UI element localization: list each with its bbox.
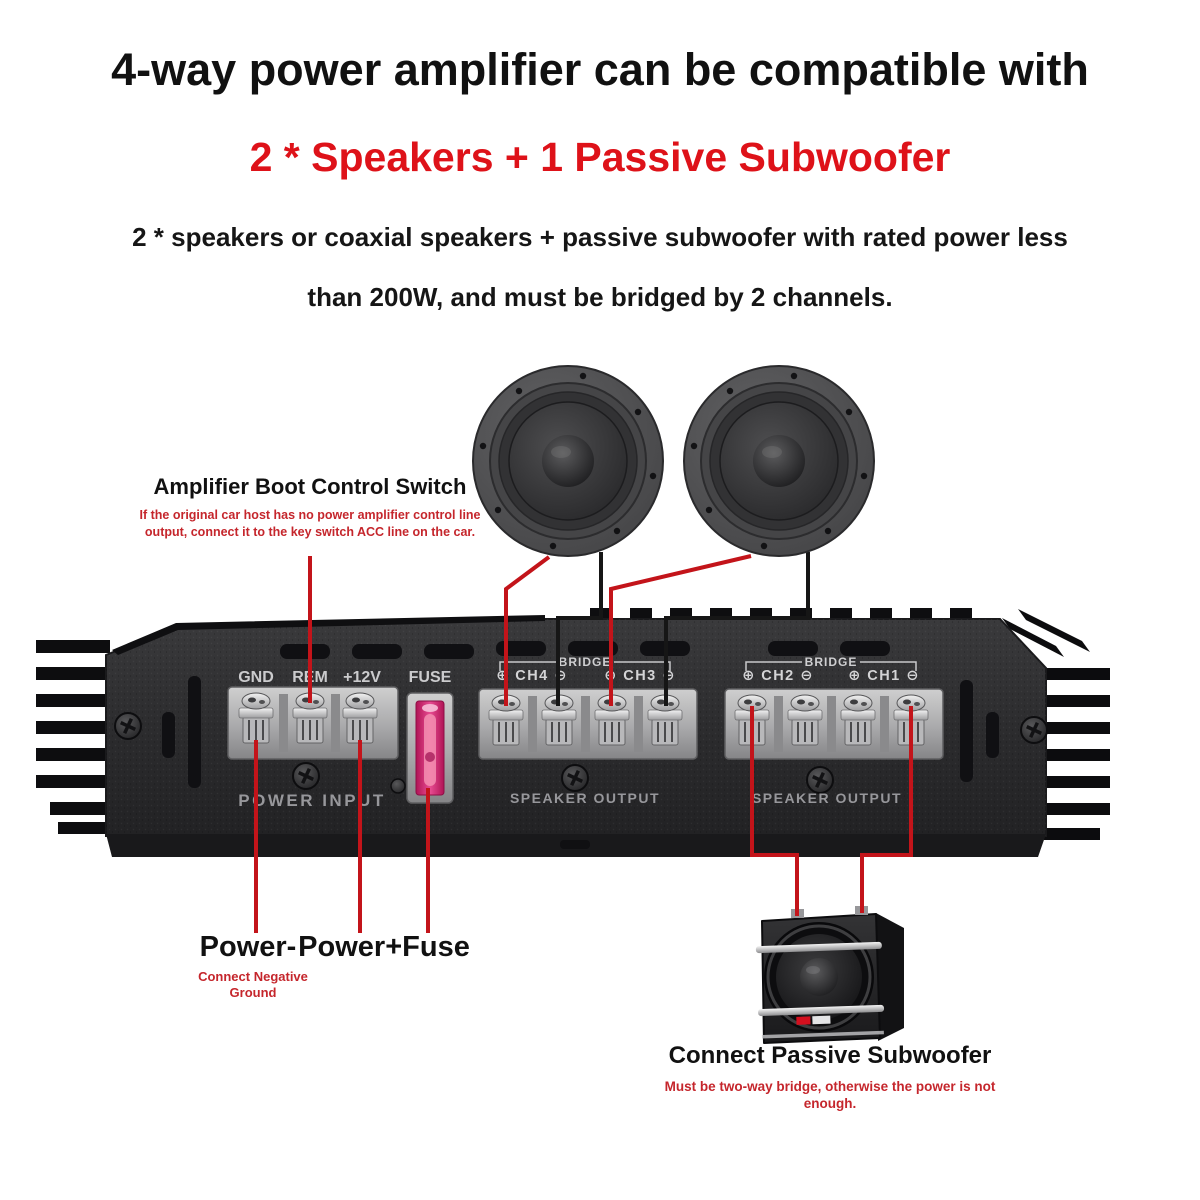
amp-top-edge [112,615,545,655]
boot-switch-note: If the original car host has no power am… [110,507,510,541]
label-speaker-output-left: SPEAKER OUTPUT [510,790,660,806]
label-bridge-left: BRIDGE [559,655,612,669]
amplifier: GND REM +12V FUSE ⊕ CH4 ⊖ ⊕ CH3 ⊖ ⊕ CH2 … [36,608,1110,857]
label-speaker-output-right: SPEAKER OUTPUT [752,790,902,806]
description-line-1: 2 * speakers or coaxial speakers + passi… [132,222,1068,252]
panel-screw-icon [113,711,143,741]
subwoofer-logo [812,1015,831,1025]
subwoofer-logo [796,1016,811,1025]
amp-base-notch [560,840,590,849]
power-negative-note-line-2: Ground [229,985,277,1000]
power-negative-label: Power- [199,931,297,963]
heatsink-left [36,640,110,834]
main-title: 4-way power amplifier can be compatible … [111,44,1089,95]
wire-sub-positive [750,706,799,916]
wire-left-speaker-positive [504,555,551,706]
label-power-input: POWER INPUT [238,791,385,810]
wire-right-speaker-positive [609,554,752,706]
subwoofer-note-line-1: Must be two-way bridge, otherwise the po… [664,1079,996,1094]
bridge-brackets [499,661,917,671]
subwoofer-note-line-2: enough. [803,1096,857,1111]
vent-slots [162,641,999,788]
description-line-2: than 200W, and must be bridged by 2 chan… [307,282,893,312]
terminal-12v [342,692,378,744]
label-ch4: ⊕ CH4 ⊖ [496,668,568,684]
wire-right-speaker-negative [664,552,810,706]
label-bridge-right: BRIDGE [805,655,858,669]
power-positive-label: Power+Fuse [298,931,470,963]
subwoofer-trim [761,1030,884,1039]
subtitle: 2 * Speakers + 1 Passive Subwoofer [249,134,951,180]
speaker-output-block-ch4-ch3 [478,688,698,760]
subwoofer-driver [764,922,874,1032]
label-ch1: ⊕ CH1 ⊖ [848,668,920,684]
speaker-output-block-ch2-ch1 [724,688,944,760]
label-12v: +12V [343,669,381,686]
panel-screw-icon [560,763,590,793]
subwoofer-label: Connect Passive Subwoofer [668,1042,992,1069]
terminal-ch1-plus [840,694,876,746]
wire-sub-negative [860,706,913,913]
label-gnd: GND [238,669,274,686]
power-terminal-block [227,686,399,760]
terminal-gnd [238,692,274,744]
right-speaker [683,365,875,557]
terminal-ch2-minus [787,694,823,746]
passive-subwoofer [755,906,904,1044]
boot-switch-label: Amplifier Boot Control Switch [153,474,467,499]
subwoofer-note: Must be two-way bridge, otherwise the po… [630,1078,1030,1112]
power-negative-note: Connect Negative Ground [153,969,353,1001]
label-ch3: ⊕ CH3 ⊖ [604,668,676,684]
label-ch2: ⊕ CH2 ⊖ [742,668,814,684]
boot-switch-note-line-1: If the original car host has no power am… [139,508,481,522]
label-fuse: FUSE [409,669,452,686]
panel-screw-icon [1019,715,1049,745]
wire-left-speaker-negative [556,552,603,706]
subwoofer-grille-bar [758,1004,885,1017]
subwoofer-grille-bar [755,941,882,954]
panel-screw-icon [291,761,321,791]
small-screw-icon [390,778,406,794]
fuse-holder [406,692,454,804]
boot-switch-note-line-2: output, connect it to the key switch ACC… [144,525,476,539]
power-negative-note-line-1: Connect Negative [198,969,308,984]
heatsink-right [1002,609,1110,840]
